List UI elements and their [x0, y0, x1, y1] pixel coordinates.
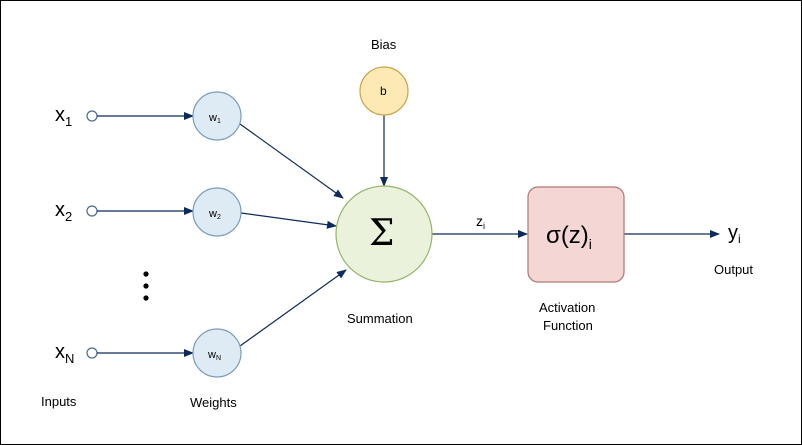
weight-node-n	[192, 328, 242, 378]
bias-title: Bias	[371, 37, 397, 52]
ellipsis-dot-2	[143, 283, 149, 289]
summation-label: Summation	[347, 311, 413, 326]
arrow-weight-2-to-sum	[240, 212, 337, 229]
arrow-weight-n-to-sum	[239, 269, 347, 347]
input-label-1: x1	[55, 104, 73, 129]
ellipsis-dot-3	[143, 295, 149, 301]
activation-label-line2: Function	[543, 318, 593, 333]
activation-box	[527, 186, 625, 283]
input-terminal-1	[86, 110, 98, 122]
weights-label: Weights	[190, 395, 237, 410]
weight-node-2	[192, 187, 242, 237]
input-label-n: xN	[55, 341, 75, 366]
output-variable: yi	[728, 222, 741, 246]
summation-symbol: Σ	[369, 213, 395, 254]
weight-label-2: w2	[209, 208, 221, 221]
weight-node-1	[192, 91, 242, 141]
activation-symbol: σ(z)i	[546, 222, 592, 252]
summation-node	[335, 185, 433, 283]
input-label-2: x2	[55, 199, 73, 224]
input-terminal-n	[86, 347, 98, 359]
activation-label-line1: Activation	[539, 300, 596, 315]
bias-symbol: b	[380, 84, 387, 98]
output-label: Output	[714, 262, 754, 277]
weight-label-n: wN	[208, 349, 222, 362]
arrow-weight-1-to-sum	[239, 123, 344, 199]
input-terminal-2	[86, 205, 98, 217]
inputs-label: Inputs	[41, 394, 77, 409]
z-label: zi	[476, 213, 485, 231]
bias-node	[359, 66, 409, 116]
ellipsis-dot-1	[143, 271, 149, 277]
weight-label-1: w1	[209, 112, 221, 125]
